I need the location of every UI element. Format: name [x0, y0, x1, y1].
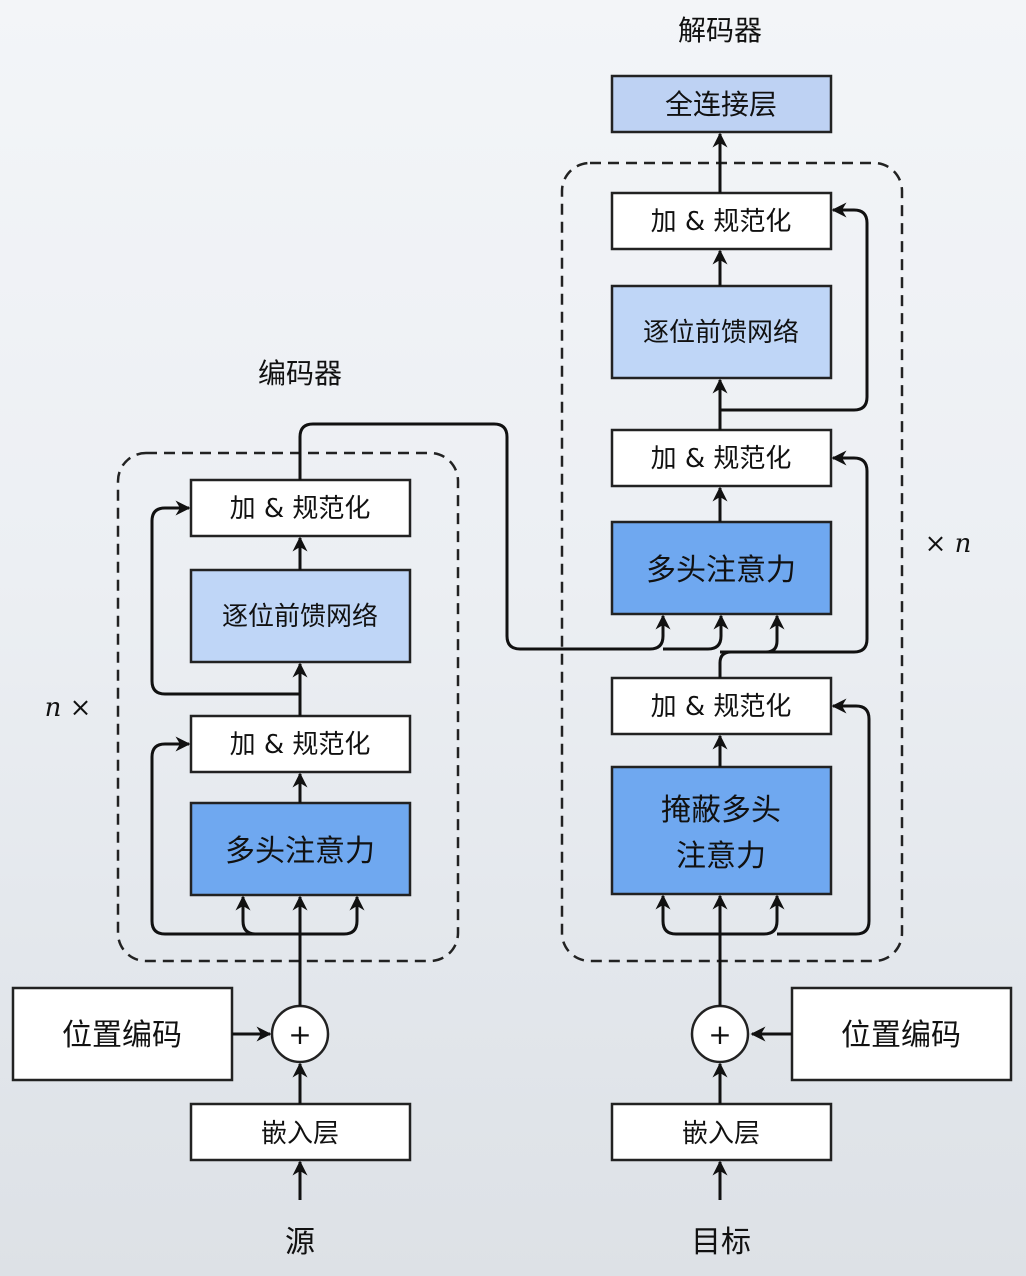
- decoder-embedding-label: 嵌入层: [682, 1119, 760, 1149]
- decoder-fc-label: 全连接层: [665, 88, 777, 121]
- decoder-addnorm-1-label: 加 & 规范化: [651, 692, 792, 722]
- encoder-repeat-label: n ×: [45, 693, 92, 723]
- decoder-embedding-box: [610, 1102, 833, 1162]
- decoder-addnorm-3-box: [610, 191, 833, 251]
- decoder-addnorm-2-box: [610, 428, 833, 488]
- encoder-input-label: 源: [285, 1225, 315, 1260]
- encoder-ffn-box: [189, 568, 412, 664]
- decoder-fc-box: [610, 74, 833, 134]
- decoder-repeat-label: × n: [925, 529, 972, 559]
- encoder-repeat-group: [116, 451, 460, 963]
- encoder-title: 编码器: [258, 357, 342, 390]
- encoder-pos-encoding-box: [11, 986, 234, 1082]
- decoder-plus-symbol: +: [708, 1018, 731, 1051]
- encoder-addnorm-1-label: 加 & 规范化: [230, 730, 371, 760]
- encoder-pos-encoding-label: 位置编码: [62, 1018, 182, 1053]
- decoder-addnorm-3-label: 加 & 规范化: [651, 207, 792, 237]
- encoder-attention-box: [189, 801, 412, 897]
- decoder-title: 解码器: [678, 14, 762, 47]
- decoder-masked-attention-label-2: 注意力: [676, 839, 766, 874]
- decoder-masked-attention-label-1: 掩蔽多头: [661, 793, 781, 828]
- encoder-ffn-label: 逐位前馈网络: [222, 602, 378, 632]
- encoder-connectors: [150, 422, 729, 1200]
- decoder-pos-encoding-label: 位置编码: [841, 1018, 961, 1053]
- decoder-addnorm-1-box: [610, 676, 833, 736]
- encoder-addnorm-2-label: 加 & 规范化: [230, 494, 371, 524]
- decoder-connectors: [655, 132, 871, 1200]
- encoder-embedding-label: 嵌入层: [261, 1119, 339, 1149]
- encoder-addnorm-2-box: [189, 478, 412, 538]
- decoder-ffn-box: [610, 284, 833, 380]
- decoder-cross-attention-label: 多头注意力: [646, 553, 796, 588]
- decoder-input-label: 目标: [691, 1225, 751, 1260]
- decoder-masked-attention-box: [610, 765, 833, 896]
- decoder-addnorm-2-label: 加 & 规范化: [651, 444, 792, 474]
- decoder-ffn-label: 逐位前馈网络: [643, 318, 799, 348]
- encoder-attention-label: 多头注意力: [225, 834, 375, 869]
- decoder-pos-encoding-box: [790, 986, 1013, 1082]
- encoder-plus-symbol: +: [288, 1018, 311, 1051]
